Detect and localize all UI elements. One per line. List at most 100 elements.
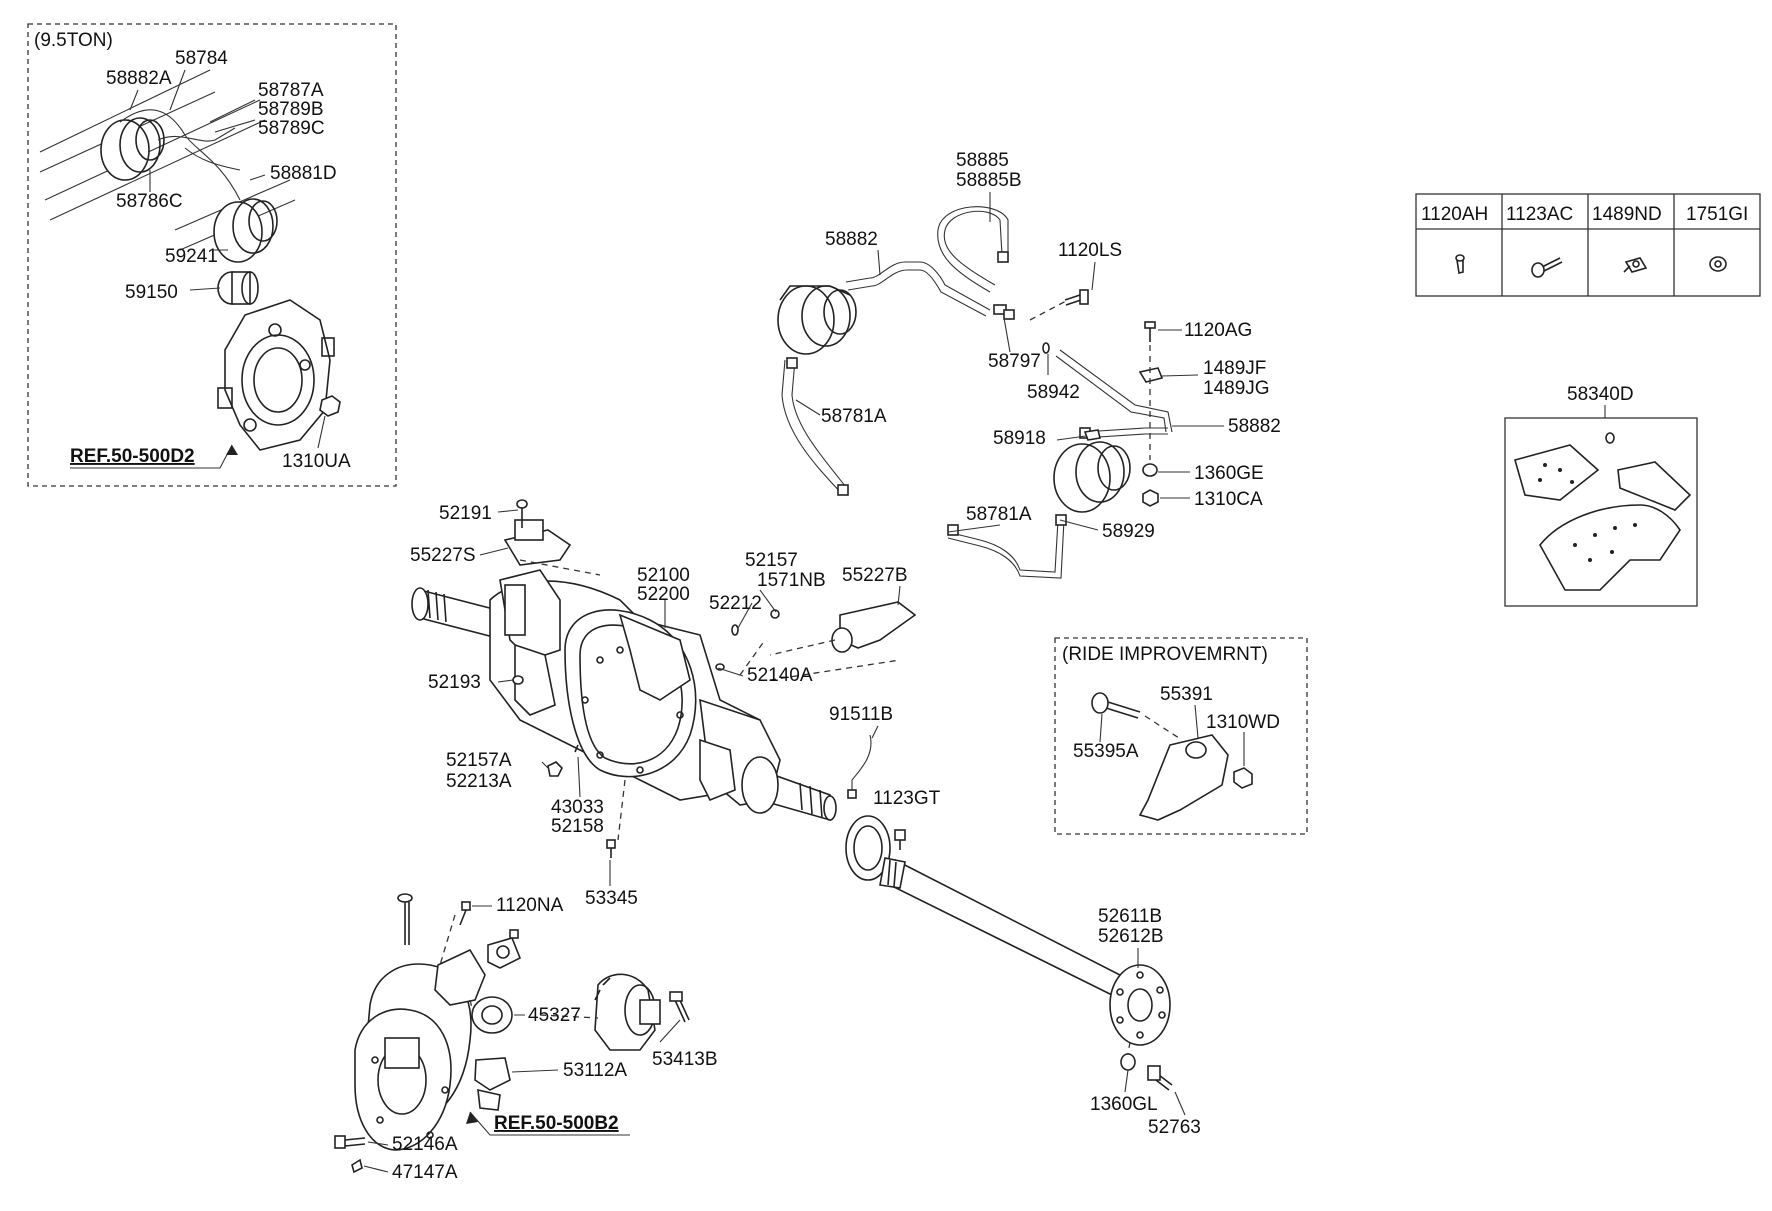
washer-icon xyxy=(1709,256,1727,272)
bolt-55395A xyxy=(1091,692,1141,719)
bracket-55391 xyxy=(1138,734,1229,821)
fitting-58918 xyxy=(1083,429,1101,441)
part-label-58787A: 58787A xyxy=(258,80,324,101)
hardware-table: 1120AH 1123AC 1489ND 1751GI xyxy=(1415,193,1761,297)
bolt-52191 xyxy=(516,499,528,528)
part-label-58885B: 58885B xyxy=(956,170,1022,191)
washer-1360GL xyxy=(1120,1053,1136,1071)
part-label-59241: 59241 xyxy=(165,246,218,267)
brake-shoe-assembly xyxy=(1539,504,1681,591)
part-label-1489JG: 1489JG xyxy=(1203,378,1270,399)
part-label-58781A-low: 58781A xyxy=(966,504,1032,525)
part-label-58781A-top: 58781A xyxy=(821,406,887,427)
screw-icon xyxy=(1455,254,1465,274)
bearing-cap xyxy=(434,948,486,1006)
part-label-1120LS: 1120LS xyxy=(1058,240,1122,261)
part-label-58882-top: 58882 xyxy=(825,229,878,250)
part-label-52191: 52191 xyxy=(439,503,492,524)
part-label-59150: 59150 xyxy=(125,282,178,303)
part-label-1571NB: 1571NB xyxy=(757,570,826,591)
part-label-58882A: 58882A xyxy=(106,68,172,89)
part-label-52213A: 52213A xyxy=(446,771,512,792)
bolt-1120NA xyxy=(459,901,471,926)
bolt-1120LS xyxy=(1064,289,1089,306)
brake-lining-upper xyxy=(1514,444,1600,501)
bracket-55227B xyxy=(831,601,917,653)
part-label-58885: 58885 xyxy=(956,150,1009,171)
plug-52157A xyxy=(547,744,579,777)
hardware-header-1751GI: 1751GI xyxy=(1686,204,1748,225)
inset-nut xyxy=(319,395,341,417)
part-label-58942: 58942 xyxy=(1027,382,1080,403)
inset-brake-chamber-upper xyxy=(100,117,165,181)
part-label-52100: 52100 xyxy=(637,565,690,586)
hardware-header-1123AC: 1123AC xyxy=(1506,204,1573,225)
nut-1310WD xyxy=(1233,767,1253,789)
inset-bushing xyxy=(217,271,259,305)
axle-housing xyxy=(489,569,781,806)
part-label-52212: 52212 xyxy=(709,593,762,614)
hardware-header-1120AH: 1120AH xyxy=(1421,204,1488,225)
part-label-58929: 58929 xyxy=(1102,521,1155,542)
diff-carrier xyxy=(354,963,472,1151)
part-label-55391: 55391 xyxy=(1160,684,1213,705)
pin-47147A xyxy=(351,1158,363,1174)
inset-brake-chamber-lower xyxy=(213,198,278,263)
part-label-52611B: 52611B xyxy=(1098,906,1162,927)
bolt-52146A xyxy=(334,1135,366,1149)
ref-50-500B2[interactable]: REF.50-500B2 xyxy=(494,1113,619,1134)
part-label-1489JF: 1489JF xyxy=(1203,358,1266,379)
bracket-55227S xyxy=(503,519,572,566)
nut-1310CA xyxy=(1142,489,1159,507)
part-label-1120NA: 1120NA xyxy=(496,895,564,916)
brake-pad-small xyxy=(1605,432,1692,511)
clip-icon xyxy=(1623,257,1648,273)
part-label-52158: 52158 xyxy=(551,816,604,837)
inset-ride-border xyxy=(1054,637,1308,835)
part-label-1310UA: 1310UA xyxy=(282,451,351,472)
part-label-58918: 58918 xyxy=(993,428,1046,449)
part-label-1360GL: 1360GL xyxy=(1090,1094,1158,1115)
breather-52157 xyxy=(715,609,780,671)
brake-chamber-right xyxy=(1053,441,1131,513)
part-label-55227B: 55227B xyxy=(842,565,908,586)
plug-52193 xyxy=(512,675,524,685)
axle-shaft xyxy=(879,857,1122,997)
inset-ride-title: (RIDE IMPROVEMRNT) xyxy=(1062,644,1268,665)
part-label-47147A: 47147A xyxy=(392,1162,458,1183)
brake-shoe-box-border xyxy=(1504,417,1698,607)
axle-shaft-group: 52611B 52612B 1360GL 52763 xyxy=(845,815,1201,1138)
part-label-53413B: 53413B xyxy=(652,1049,718,1070)
ref-50-500D2[interactable]: REF.50-500D2 xyxy=(70,446,195,467)
part-label-52193: 52193 xyxy=(428,672,481,693)
brake-chamber-group: 58885 58885B 58882 1120LS 1120AG 58797 1… xyxy=(777,150,1281,579)
differential-group: 1120NA 45327 53413B 53112A 52146A 47147A… xyxy=(334,893,718,1183)
bearing-45327 xyxy=(471,996,513,1034)
part-label-91511B: 91511B xyxy=(829,704,893,725)
part-label-55395A: 55395A xyxy=(1073,741,1139,762)
inset-hoses xyxy=(119,109,241,201)
brake-shoe-box: 58340D xyxy=(1504,384,1698,607)
inset-9-5-ton-border xyxy=(27,23,397,487)
part-label-52200: 52200 xyxy=(637,584,690,605)
bolt-1120AG xyxy=(1144,321,1156,342)
brake-chamber-left xyxy=(777,285,857,355)
brake-lines xyxy=(781,206,1173,579)
axle-flange xyxy=(1109,964,1171,1046)
seal-ring-1123GT xyxy=(845,815,891,881)
part-label-53345: 53345 xyxy=(585,888,638,909)
part-label-52157: 52157 xyxy=(745,550,798,571)
part-label-58789C: 58789C xyxy=(258,118,325,139)
part-label-58882-right: 58882 xyxy=(1228,416,1281,437)
axle-spindle-right xyxy=(741,756,837,822)
part-label-52146A: 52146A xyxy=(392,1134,458,1155)
part-label-1123GT: 1123GT xyxy=(873,788,941,809)
part-label-1360GE: 1360GE xyxy=(1194,463,1264,484)
sensor-91511B xyxy=(847,734,872,799)
inset-ride-improvement: (RIDE IMPROVEMRNT) 55391 1310WD 55395A xyxy=(1054,637,1308,835)
bolt-1123GT xyxy=(894,829,906,850)
bolt-53413B xyxy=(669,991,690,1023)
part-label-1310WD: 1310WD xyxy=(1206,712,1280,733)
bolt-53345 xyxy=(606,839,616,858)
